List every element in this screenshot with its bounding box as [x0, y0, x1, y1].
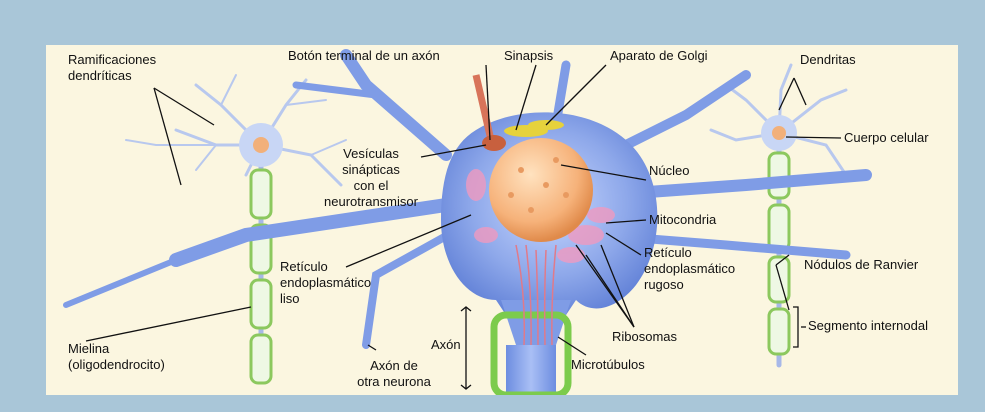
label-nodulos-ranvier: Nódulos de Ranvier [804, 257, 918, 273]
label-ribosomas: Ribosomas [612, 329, 677, 345]
label-ramificaciones: Ramificaciones dendríticas [68, 52, 156, 84]
label-golgi: Aparato de Golgi [610, 48, 708, 64]
label-reticulo-rugoso: Retículo endoplasmático rugoso [644, 245, 735, 293]
label-mitocondria: Mitocondria [649, 212, 716, 228]
nucleus [489, 138, 593, 242]
label-axon-otra-neurona: Axón de otra neurona [344, 358, 444, 390]
diagram-panel: Ramificaciones dendríticas Botón termina… [46, 45, 958, 395]
label-microtubulos: Microtúbulos [571, 357, 645, 373]
label-boton-terminal: Botón terminal de un axón [288, 48, 440, 64]
figure-frame: Ramificaciones dendríticas Botón termina… [12, 11, 973, 401]
neuron-illustration [46, 45, 958, 395]
label-sinapsis: Sinapsis [504, 48, 553, 64]
label-mielina: Mielina (oligodendrocito) [68, 341, 165, 373]
label-cuerpo-celular: Cuerpo celular [844, 130, 929, 146]
label-dendritas: Dendritas [800, 52, 856, 68]
label-axon: Axón [431, 337, 461, 353]
label-nucleo: Núcleo [649, 163, 689, 179]
label-reticulo-liso: Retículo endoplasmático liso [280, 259, 371, 307]
label-vesiculas: Vesículas sinápticas con el neurotransmi… [316, 146, 426, 210]
label-segmento-internodal: Segmento internodal [808, 318, 928, 334]
